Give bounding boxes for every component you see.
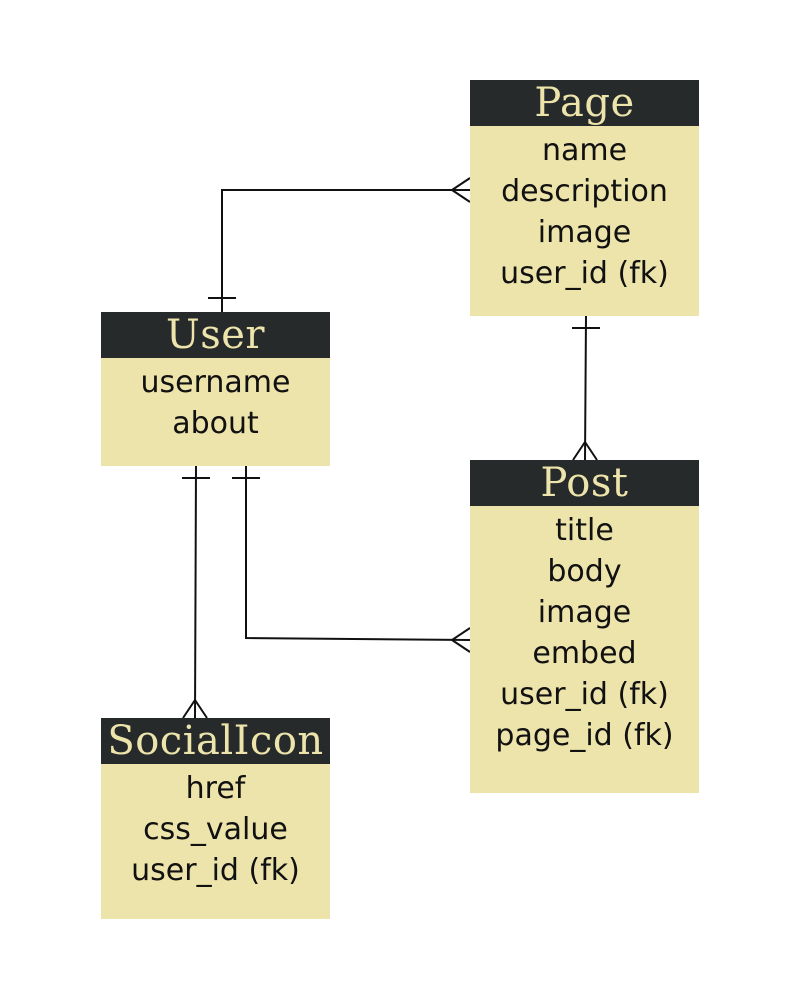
- field-href: href: [185, 771, 246, 806]
- field-username: username: [140, 365, 291, 400]
- field-list: href css_value user_id (fk): [101, 764, 330, 891]
- entity-page: Page name description image user_id (fk): [470, 80, 699, 316]
- entity-post: Post title body image embed user_id (fk)…: [470, 460, 699, 793]
- relationship-user-socialicon: [182, 465, 210, 719]
- crowfoot-page-post-right: [584, 441, 598, 461]
- field-embed: embed: [532, 636, 637, 671]
- field-css-value: css_value: [143, 812, 288, 847]
- crowfoot-user-post-bottom: [451, 639, 471, 653]
- entity-title: Post: [470, 460, 699, 506]
- field-image: image: [537, 595, 632, 630]
- entity-title: User: [101, 312, 330, 358]
- entity-user: User username about: [101, 312, 330, 466]
- entity-title: SocialIcon: [101, 718, 330, 764]
- field-description: description: [501, 174, 668, 209]
- connector-page-post: [584, 315, 587, 461]
- crowfoot-user-page-bottom: [451, 189, 471, 203]
- connector-user-page: [221, 189, 470, 312]
- field-user-id: user_id (fk): [500, 677, 669, 712]
- field-list: name description image user_id (fk): [470, 126, 699, 294]
- entity-title: Page: [470, 80, 699, 126]
- field-title: title: [555, 513, 614, 548]
- field-about: about: [172, 406, 259, 441]
- field-list: username about: [101, 358, 330, 444]
- field-user-id: user_id (fk): [500, 256, 669, 291]
- relationship-user-page: [208, 177, 471, 312]
- field-name: name: [541, 133, 628, 168]
- field-list: title body image embed user_id (fk) page…: [470, 506, 699, 756]
- crowfoot-user-socialicon-right: [194, 699, 208, 719]
- connector-user-socialicon: [194, 465, 197, 719]
- crowfoot-user-page-top: [451, 177, 471, 191]
- connector-user-post: [245, 466, 471, 641]
- crowfoot-page-post-left: [572, 441, 586, 461]
- field-body: body: [547, 554, 622, 589]
- field-page-id: page_id (fk): [495, 718, 674, 753]
- relationship-page-post: [572, 315, 600, 461]
- crowfoot-user-post-top: [451, 627, 471, 641]
- field-image: image: [537, 215, 632, 250]
- entity-socialicon: SocialIcon href css_value user_id (fk): [101, 718, 330, 919]
- crowfoot-user-socialicon-left: [182, 699, 196, 719]
- relationship-user-post: [232, 466, 471, 653]
- field-user-id: user_id (fk): [131, 853, 300, 888]
